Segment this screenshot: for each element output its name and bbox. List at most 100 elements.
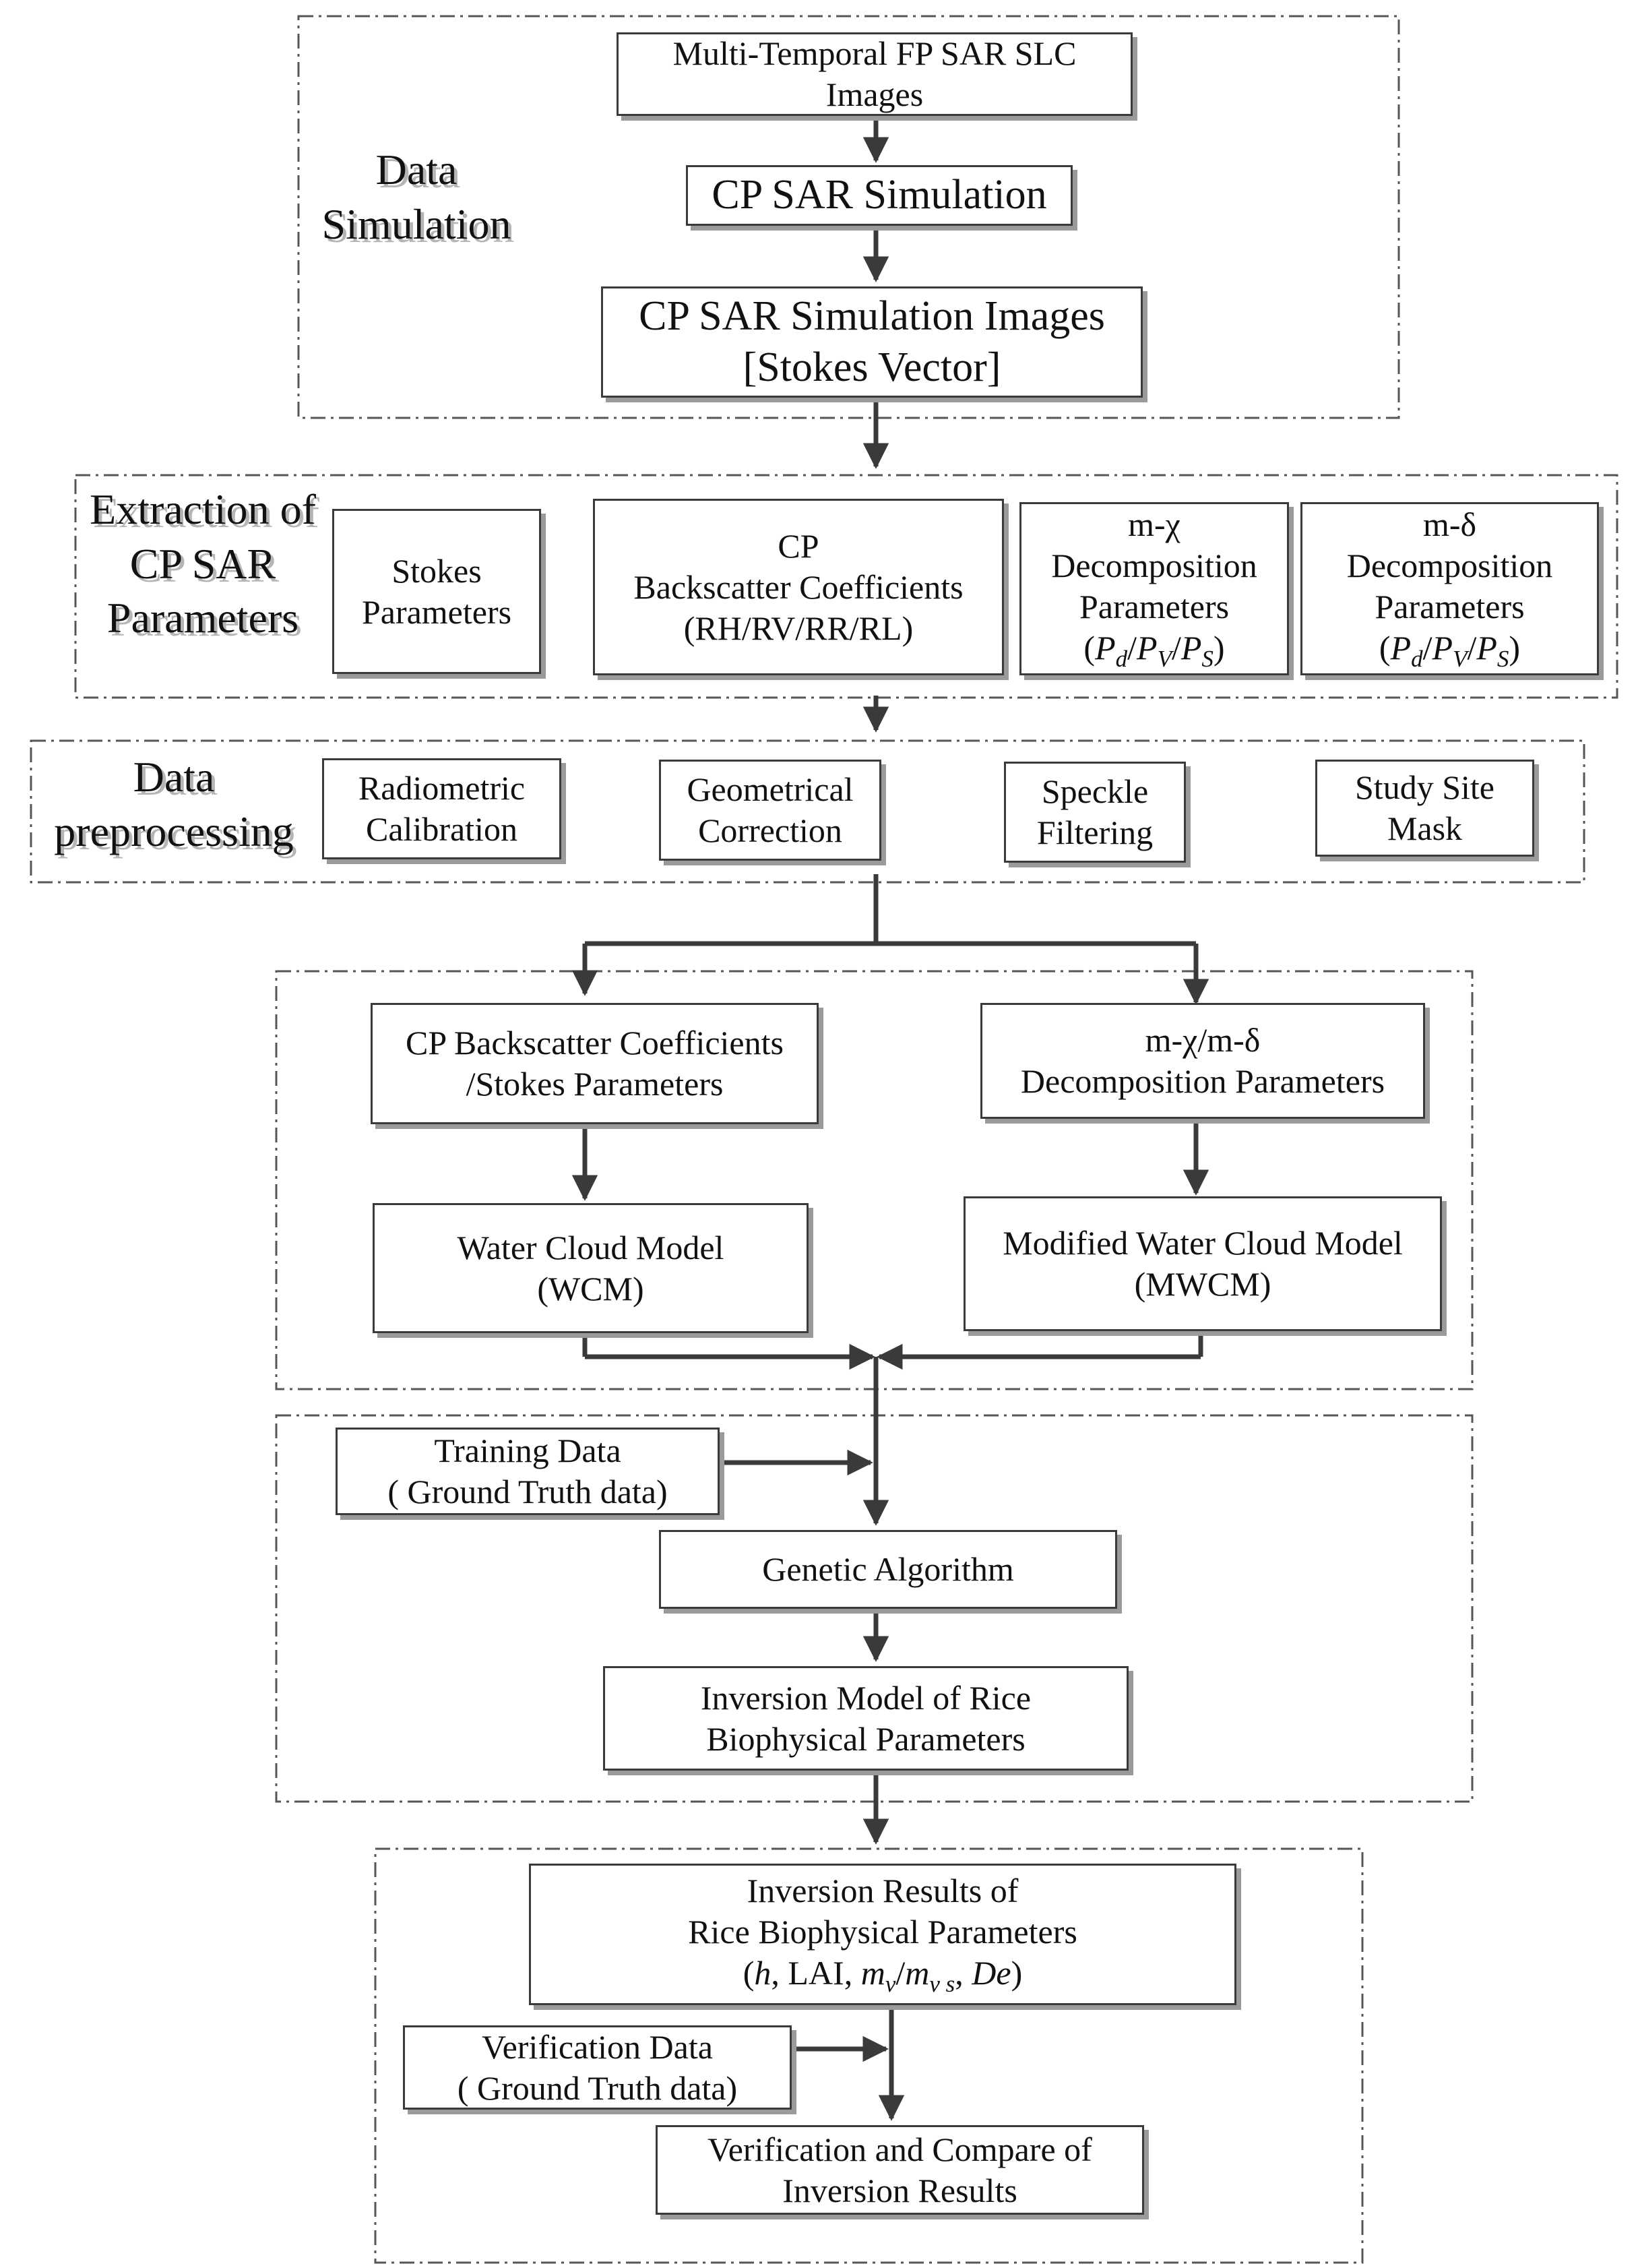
formula-variable: m xyxy=(905,1953,930,1992)
box-line: Inversion Model of Rice xyxy=(700,1678,1032,1717)
formula-variable: P xyxy=(1180,628,1202,667)
box-line: [Stokes Vector] xyxy=(743,344,1001,390)
label-line: Simulation xyxy=(321,200,511,248)
cp-sar-simulation-images-box: CP SAR Simulation Images [Stokes Vector] xyxy=(601,286,1143,398)
formula-subscript: S xyxy=(1201,645,1214,672)
frame-preprocessing xyxy=(30,739,1585,884)
label-line: Data xyxy=(375,146,458,193)
formula-variable: LAI xyxy=(788,1953,844,1992)
label-line: preprocessing xyxy=(54,807,294,855)
cp-sar-simulation-box: CP SAR Simulation xyxy=(686,165,1073,226)
box-line: Correction xyxy=(698,811,842,849)
box-line: CP SAR Simulation Images xyxy=(639,293,1105,339)
box-line: CP SAR Simulation xyxy=(712,172,1047,218)
box-line: Multi-Temporal FP SAR SLC xyxy=(672,34,1077,72)
box-line: Decomposition xyxy=(1051,546,1257,584)
box-line: Geometrical xyxy=(687,770,854,808)
box-line: Stokes xyxy=(391,551,482,590)
box-line: /Stokes Parameters xyxy=(466,1065,724,1103)
box-line: Genetic Algorithm xyxy=(762,1550,1014,1588)
water-cloud-model-box: Water Cloud Model (WCM) xyxy=(373,1203,809,1333)
box-line: (MWCM) xyxy=(1134,1265,1271,1303)
label-line: Parameters xyxy=(106,594,299,642)
inversion-results-box: Inversion Results of Rice Biophysical Pa… xyxy=(529,1864,1236,2005)
m-delta-decomposition-box: m-δ Decomposition Parameters (Pd/PV/PS) xyxy=(1300,502,1599,675)
geometrical-correction-box: Geometrical Correction xyxy=(659,760,881,861)
box-line: Inversion Results xyxy=(782,2171,1017,2209)
formula-subscript: V xyxy=(1157,645,1172,672)
verification-data-box: Verification Data ( Ground Truth data) xyxy=(403,2025,792,2110)
study-site-mask-box: Study Site Mask xyxy=(1315,760,1534,857)
fp-slc-images-box: Multi-Temporal FP SAR SLC Images xyxy=(617,32,1133,116)
radiometric-calibration-box: Radiometric Calibration xyxy=(322,758,561,859)
inversion-model-box: Inversion Model of Rice Biophysical Para… xyxy=(603,1666,1129,1771)
cp-backscatter-coefficients-box: CP Backscatter Coefficients (RH/RV/RR/RL… xyxy=(593,499,1004,675)
box-line: m-χ/m-δ xyxy=(1145,1021,1261,1059)
box-line: CP xyxy=(778,526,819,565)
box-line: Inversion Results of xyxy=(747,1871,1019,1909)
box-line: (WCM) xyxy=(537,1269,644,1308)
box-line: Parameters xyxy=(361,592,512,631)
formula-variable: m xyxy=(860,1953,885,1992)
label-line: Extraction of xyxy=(90,485,316,533)
box-line: CP Backscatter Coefficients xyxy=(406,1024,784,1062)
box-line: Parameters xyxy=(1079,587,1230,625)
box-line: Filtering xyxy=(1036,814,1154,851)
box-line: Radiometric xyxy=(358,769,526,807)
box-line: Verification Data xyxy=(482,2027,713,2066)
box-line: Decomposition Parameters xyxy=(1020,1062,1385,1100)
formula-variable: h xyxy=(754,1953,771,1992)
box-line: (RH/RV/RR/RL) xyxy=(683,609,914,647)
box-line: m-δ xyxy=(1422,505,1477,543)
box-line: Study Site xyxy=(1355,768,1494,806)
box-line: Parameters xyxy=(1375,587,1525,625)
frame-results xyxy=(374,1847,1364,2264)
label-preprocessing: Data preprocessing xyxy=(39,750,309,859)
formula-subscript: v s xyxy=(929,1970,955,1997)
box-line: Mask xyxy=(1387,809,1463,847)
formula-variable: P xyxy=(1390,628,1412,667)
formula-subscript: V xyxy=(1453,645,1468,672)
label-line: Data xyxy=(133,753,215,801)
decomposition-parameters-box: m-χ/m-δ Decomposition Parameters xyxy=(980,1003,1425,1119)
formula-variable: P xyxy=(1137,628,1158,667)
formula-line: (Pd/PV/PS) xyxy=(1083,628,1225,672)
m-chi-decomposition-box: m-χ Decomposition Parameters (Pd/PV/PS) xyxy=(1019,502,1289,675)
training-data-box: Training Data ( Ground Truth data) xyxy=(336,1428,720,1515)
modified-water-cloud-model-box: Modified Water Cloud Model (MWCM) xyxy=(964,1196,1442,1331)
box-line: Verification and Compare of xyxy=(707,2130,1092,2168)
box-line: Water Cloud Model xyxy=(457,1228,724,1266)
formula-variable: P xyxy=(1432,628,1453,667)
stokes-parameters-box: Stokes Parameters xyxy=(332,509,541,674)
box-line: Modified Water Cloud Model xyxy=(1003,1224,1403,1262)
box-line: Calibration xyxy=(366,810,517,848)
formula-subscript: S xyxy=(1497,645,1509,672)
frame-data-simulation xyxy=(297,15,1400,419)
cp-backscatter-stokes-box: CP Backscatter Coefficients /Stokes Para… xyxy=(371,1003,819,1124)
label-line: CP SAR xyxy=(129,539,276,588)
formula-subscript: d xyxy=(1115,645,1128,672)
box-line: ( Ground Truth data) xyxy=(387,1473,668,1510)
frame-extraction xyxy=(74,474,1618,699)
box-line: Backscatter Coefficients xyxy=(633,568,964,606)
verification-compare-box: Verification and Compare of Inversion Re… xyxy=(656,2125,1144,2215)
formula-variable: De xyxy=(972,1953,1011,1992)
label-data-simulation: Data Simulation xyxy=(315,143,517,251)
box-line: Speckle xyxy=(1041,772,1149,810)
formula-line: (Pd/PV/PS) xyxy=(1379,628,1521,672)
label-extraction: Extraction of CP SAR Parameters xyxy=(80,483,326,646)
formula-variable: P xyxy=(1476,628,1497,667)
formula-subscript: d xyxy=(1411,645,1423,672)
box-line: ( Ground Truth data) xyxy=(457,2068,738,2107)
box-line: Images xyxy=(825,75,924,113)
formula-subscript: v xyxy=(885,1970,896,1997)
box-line: Decomposition xyxy=(1346,546,1553,584)
speckle-filtering-box: Speckle Filtering xyxy=(1004,762,1186,863)
box-line: Biophysical Parameters xyxy=(706,1719,1026,1758)
box-line: m-χ xyxy=(1128,505,1180,543)
box-line: Training Data xyxy=(434,1432,621,1469)
formula-variable: P xyxy=(1095,628,1116,667)
box-line: Rice Biophysical Parameters xyxy=(688,1912,1077,1951)
genetic-algorithm-box: Genetic Algorithm xyxy=(659,1530,1117,1609)
